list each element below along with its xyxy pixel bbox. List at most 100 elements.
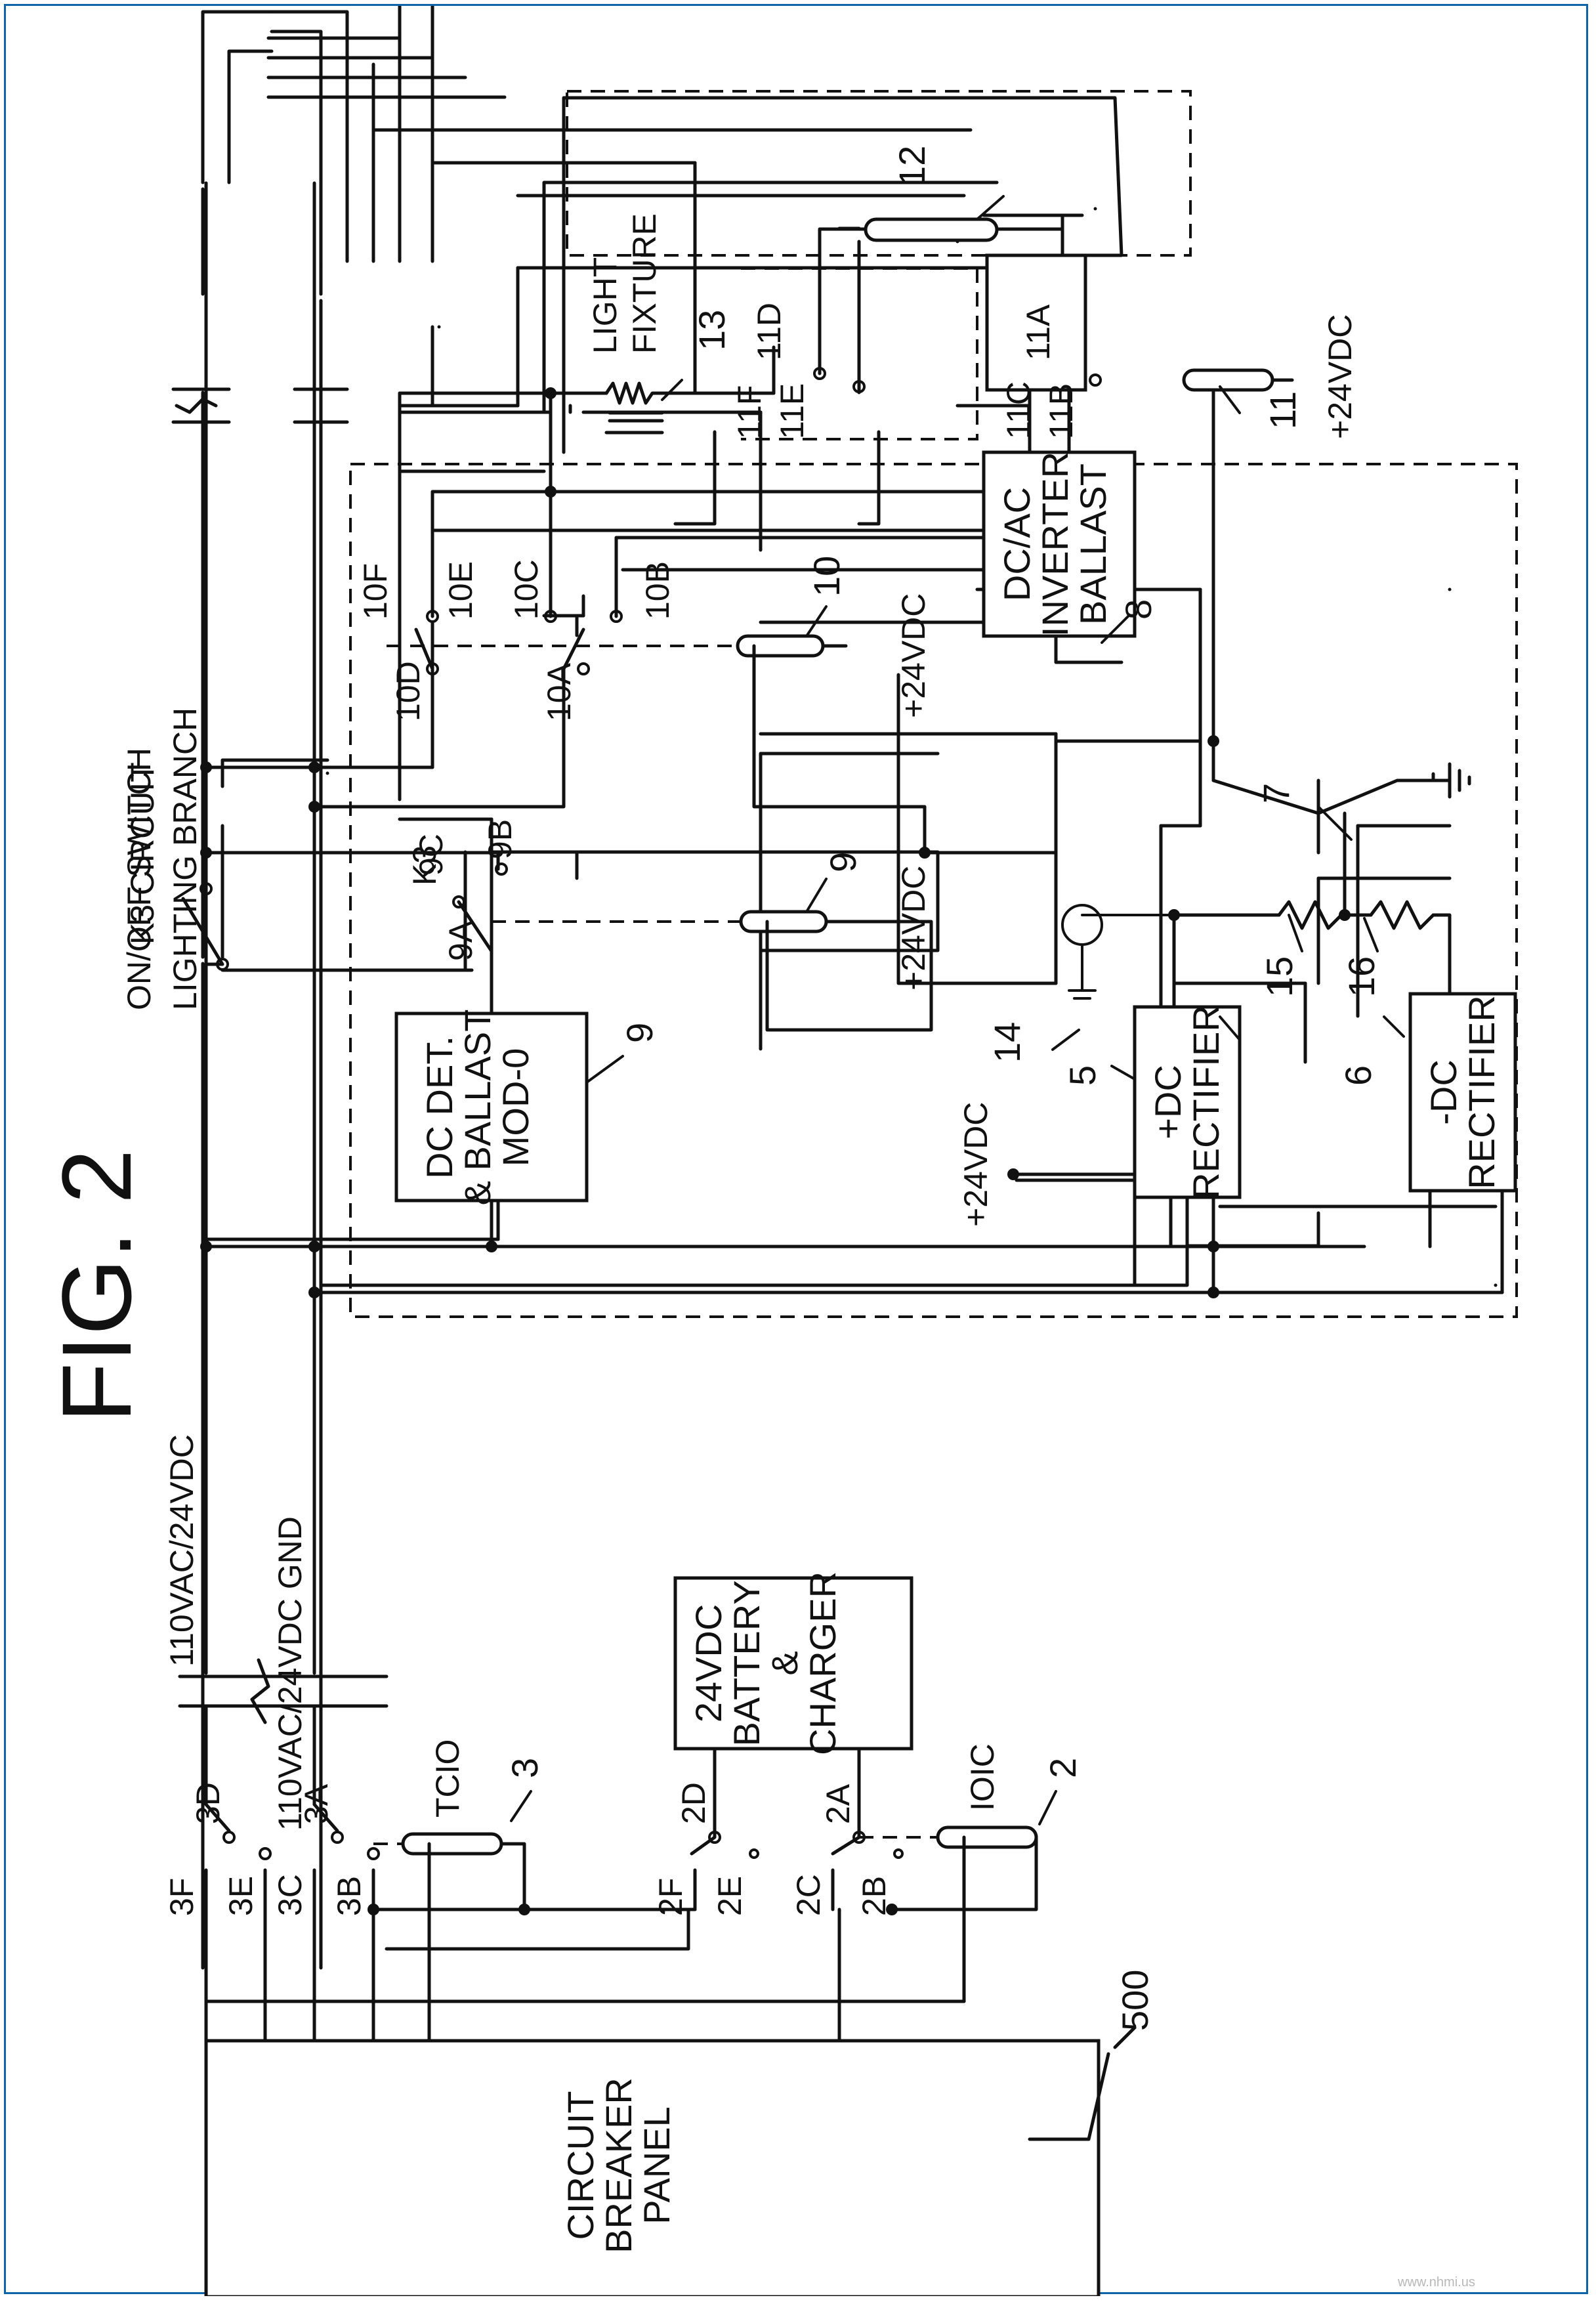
svg-text:+24VDC: +24VDC xyxy=(1322,314,1358,439)
svg-text:9C: 9C xyxy=(413,834,450,876)
wire-10b-inverter xyxy=(614,536,986,618)
svg-text:BATTERY: BATTERY xyxy=(726,1580,767,1746)
relay-3-switch xyxy=(204,1802,231,1833)
relay-11-coil xyxy=(1182,368,1274,392)
svg-text:11D: 11D xyxy=(751,303,788,360)
svg-text:CIRCUIT: CIRCUIT xyxy=(560,2091,601,2240)
svg-text:MOD-0: MOD-0 xyxy=(495,1048,536,1166)
pos-rectifier-box xyxy=(1133,1005,1242,1199)
battery-charger-box xyxy=(673,1576,914,1751)
wire-9b xyxy=(204,851,500,871)
svg-text:3A: 3A xyxy=(298,1783,335,1824)
k3-circuit-label: K3 CIRCUIT xyxy=(124,762,161,945)
svg-text:10D: 10D xyxy=(390,661,427,721)
svg-text:-DC: -DC xyxy=(1423,1059,1464,1125)
svg-text:BALLAST: BALLAST xyxy=(1072,463,1114,625)
relay-2-coil xyxy=(936,1825,1038,1849)
svg-text:BREAKER: BREAKER xyxy=(598,2078,639,2253)
labels-layer: FIG. 2 110VAC/24VDC 110VAC/24VDC GND ON/… xyxy=(41,213,1001,1831)
svg-text:11B: 11B xyxy=(1043,383,1080,439)
figure-title: FIG. 2 xyxy=(41,1149,152,1423)
svg-text:11C: 11C xyxy=(1000,381,1037,439)
svg-text:10B: 10B xyxy=(639,561,676,620)
light-label: LIGHT xyxy=(587,257,623,354)
line-label-gnd: 110VAC/24VDC GND xyxy=(272,1516,308,1831)
svg-text:6: 6 xyxy=(1337,1065,1379,1086)
svg-text:9B: 9B xyxy=(482,819,518,859)
resistor-15 xyxy=(1277,900,1343,930)
svg-text:3F: 3F xyxy=(163,1878,200,1916)
relay-10-coil xyxy=(736,634,825,658)
lighting-branch-label: LIGHTING BRANCH xyxy=(167,708,203,1010)
svg-text:3B: 3B xyxy=(331,1876,368,1916)
module-boundary xyxy=(349,463,1518,1318)
wire-10d xyxy=(312,628,434,769)
relay-3-coil xyxy=(401,1832,503,1856)
on-off-label: ON/OFF SWITCH xyxy=(121,748,158,1010)
svg-text:2F: 2F xyxy=(652,1878,689,1916)
line-label-ac: 110VAC/24VDC xyxy=(163,1434,200,1667)
svg-text:2E: 2E xyxy=(711,1876,748,1916)
svg-text:PANEL: PANEL xyxy=(636,2106,677,2224)
supply-labels: +24VDC +24VDC +24VDC +24VDC xyxy=(895,314,1358,1227)
svg-text:2: 2 xyxy=(1042,1758,1083,1778)
svg-text:9: 9 xyxy=(822,852,864,872)
wire-10f-fixture xyxy=(398,391,585,618)
svg-text:+24VDC: +24VDC xyxy=(895,593,932,718)
indicator-lamp-14 xyxy=(1061,904,1103,946)
neg-rectifier-box xyxy=(1408,992,1517,1193)
svg-text:24VDC: 24VDC xyxy=(688,1604,729,1723)
svg-text:3E: 3E xyxy=(222,1876,259,1916)
transistor-7 xyxy=(1211,739,1320,815)
pos-rectifier-text: +DC RECTIFIER xyxy=(1147,1005,1227,1199)
dc-det-text: DC DET. & BALLAST MOD-0 xyxy=(419,1010,536,1206)
watermark-text: www.nhmi.us xyxy=(1398,2275,1475,2290)
k3-label: K3 xyxy=(406,845,443,885)
fixture-boundary xyxy=(566,90,1192,257)
svg-text:10: 10 xyxy=(806,556,847,597)
svg-text:10C: 10C xyxy=(508,559,545,620)
svg-text:11A: 11A xyxy=(1020,304,1057,360)
circuit-breaker-panel-box xyxy=(204,2039,1101,2296)
relay-3-label: TCIO xyxy=(429,1739,466,1818)
wire-3f xyxy=(227,49,274,184)
wire-10a xyxy=(312,628,585,809)
svg-text:10F: 10F xyxy=(357,563,394,620)
svg-text:10A: 10A xyxy=(541,662,578,721)
svg-text:DC DET.: DC DET. xyxy=(419,1036,460,1179)
wire-10e-fixture xyxy=(430,490,986,618)
fixture-label: FIXTURE xyxy=(626,213,663,354)
svg-text:+24VDC: +24VDC xyxy=(957,1102,994,1227)
svg-text:2B: 2B xyxy=(856,1876,892,1916)
svg-text:500: 500 xyxy=(1114,1970,1156,2031)
terminal-labels: 3F 3D 3E 3C 3A 3B 2F 2D 2E 2C 2A 2B 9A 9… xyxy=(163,303,1080,1916)
svg-text:RECTIFIER: RECTIFIER xyxy=(1185,1005,1227,1199)
svg-text:8: 8 xyxy=(1118,599,1159,620)
svg-text:&: & xyxy=(764,1651,805,1675)
svg-text:+DC: +DC xyxy=(1147,1065,1188,1140)
svg-text:+24VDC: +24VDC xyxy=(895,866,932,991)
svg-text:2D: 2D xyxy=(675,1782,712,1824)
reference-numbers: 2 3 9 9 10 8 5 6 7 11 12 13 14 15 16 500 xyxy=(504,146,1382,2031)
svg-text:3C: 3C xyxy=(272,1874,308,1916)
neg-rectifier-text: -DC RECTIFIER xyxy=(1423,995,1502,1189)
svg-text:CHARGER: CHARGER xyxy=(802,1571,843,1755)
relay-2-label: IOIC xyxy=(964,1743,1001,1811)
fixture-transformer xyxy=(604,381,664,405)
svg-text:9A: 9A xyxy=(442,920,479,961)
k3-switch-blade xyxy=(181,897,224,966)
svg-text:2A: 2A xyxy=(820,1783,856,1824)
svg-text:RECTIFIER: RECTIFIER xyxy=(1461,995,1502,1189)
battery-charger-text: 24VDC BATTERY & CHARGER xyxy=(688,1571,843,1755)
svg-text:13: 13 xyxy=(691,310,732,351)
svg-text:10E: 10E xyxy=(442,561,479,620)
svg-text:3D: 3D xyxy=(190,1782,226,1824)
svg-text:& BALLAST: & BALLAST xyxy=(457,1010,498,1206)
line-break-symbol xyxy=(171,387,349,424)
diagram-frame: FIG. 2 110VAC/24VDC 110VAC/24VDC GND ON/… xyxy=(4,4,1588,2296)
svg-text:2C: 2C xyxy=(790,1874,827,1916)
circuit-breaker-panel-text: CIRCUIT BREAKER PANEL xyxy=(560,2078,677,2253)
svg-text:11E: 11E xyxy=(774,383,810,439)
schematic-diagram: FIG. 2 110VAC/24VDC 110VAC/24VDC GND ON/… xyxy=(41,6,1518,2296)
svg-text:3: 3 xyxy=(504,1758,545,1778)
